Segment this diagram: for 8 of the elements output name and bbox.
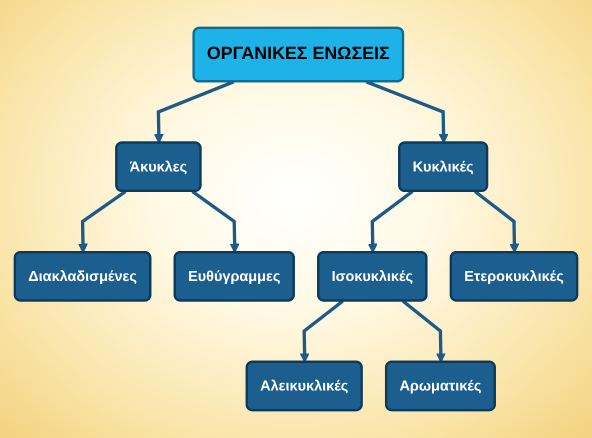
arrow xyxy=(366,80,448,144)
arrow xyxy=(78,190,126,254)
arrow xyxy=(368,190,414,254)
arrow xyxy=(402,300,446,363)
arrow xyxy=(300,300,344,363)
arrow xyxy=(474,190,520,254)
arrow xyxy=(191,190,240,254)
arrow xyxy=(154,80,234,144)
